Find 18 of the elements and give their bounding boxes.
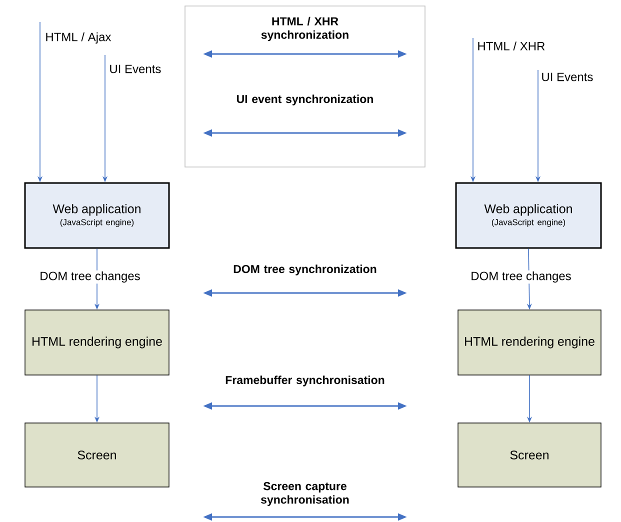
edge-label: HTML / XHR [478,42,545,50]
process-box: HTML rendering engine [24,310,170,376]
sync-label: HTML / XHR synchronization [261,16,348,42]
edge-label: UI Events [542,72,593,82]
sync-frame [184,6,426,168]
sync-label: UI event synchronization [237,94,373,106]
process-box: HTML rendering engine [458,310,602,376]
edge-label: HTML / Ajax [46,32,112,44]
application-box: Web application (JavaScript engine) [24,182,170,249]
edge-label: DOM tree changes [38,270,142,284]
sync-label: Screen capture synchronisation [261,482,349,506]
sync-label: Framebuffer synchronisation [226,376,384,386]
edge-label: UI Events [110,64,161,74]
process-box: Screen [458,422,602,488]
application-box: Web application (JavaScript engine) [455,182,602,249]
edge-label: DOM tree changes [470,270,572,284]
process-box: Screen [24,422,170,488]
sync-label: DOM tree synchronization [234,264,376,276]
